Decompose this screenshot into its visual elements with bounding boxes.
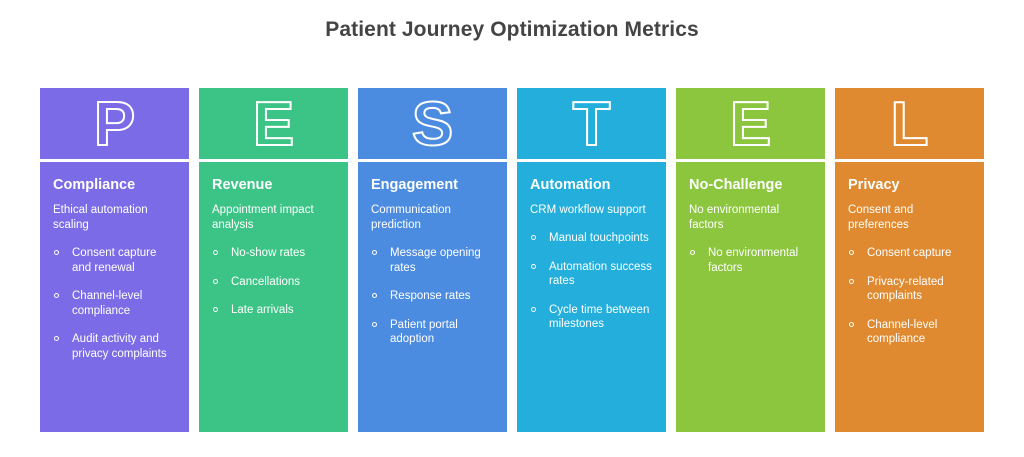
list-item: Channel-level compliance <box>53 289 176 318</box>
bullet-ring-icon <box>531 263 536 269</box>
letter-header-block: E <box>676 88 825 159</box>
list-item-label: Cycle time between milestones <box>549 303 650 331</box>
list-item-label: Manual touchpoints <box>549 232 649 244</box>
column-title: Revenue <box>212 177 273 193</box>
list-item: Late arrivals <box>212 303 335 318</box>
list-item: Audit activity and privacy complaints <box>53 332 176 361</box>
list-item-label: Message opening rates <box>390 247 481 274</box>
letter-t-outline-icon: T <box>572 89 612 159</box>
header-body-divider <box>199 159 348 162</box>
letter-e-outline-icon: E <box>729 89 772 159</box>
list-item-label: Channel-level compliance <box>867 318 938 346</box>
list-item: Consent capture <box>848 246 971 261</box>
bullet-ring-icon <box>213 250 218 255</box>
letter-l-outline-icon: L <box>890 89 930 159</box>
list-item-label: Audit activity and privacy complaints <box>72 333 167 360</box>
header-body-divider <box>358 159 507 162</box>
bullet-ring-icon <box>213 278 218 284</box>
column-title: No-Challenge <box>689 177 783 193</box>
letter-p-outline-icon: P <box>93 89 136 159</box>
bullet-ring-icon <box>531 235 536 240</box>
pestle-column[interactable]: E No-Challenge No environmental factors No … <box>676 88 825 432</box>
bullet-ring-icon <box>849 278 854 284</box>
column-subtitle: Ethical automation scaling <box>53 204 148 231</box>
letter-header-block: S <box>358 88 507 159</box>
bullet-ring-icon <box>690 250 695 255</box>
list-item: Channel-level compliance <box>848 318 971 347</box>
letter-s-outline-icon: S <box>411 89 454 159</box>
list-item: Cycle time between milestones <box>530 303 653 332</box>
list-item: Response rates <box>371 289 494 304</box>
column-subtitle: Appointment impact analysis <box>212 204 314 231</box>
column-title: Privacy <box>848 177 900 193</box>
list-item: Cancellations <box>212 275 335 290</box>
list-item-label: Automation success rates <box>549 260 652 288</box>
page-title: Patient Journey Optimization Metrics <box>325 18 699 41</box>
list-item: Manual touchpoints <box>530 231 653 246</box>
column-subtitle: Consent and preferences <box>848 204 914 231</box>
column-title: Compliance <box>53 177 136 193</box>
list-item-label: Response rates <box>390 290 471 302</box>
column-subtitle: No environmental factors <box>689 204 780 231</box>
list-item: Patient portal adoption <box>371 318 494 347</box>
list-item-label: Privacy-related complaints <box>867 275 944 303</box>
list-item-label: Consent capture and renewal <box>72 247 157 274</box>
column-subtitle: CRM workflow support <box>530 204 646 216</box>
bullet-ring-icon <box>849 250 854 255</box>
column-body: No-Challenge No environmental factors No e… <box>676 162 825 432</box>
list-item: No-show rates <box>212 246 335 261</box>
list-item-label: Patient portal adoption <box>390 318 458 346</box>
bullet-ring-icon <box>54 250 59 255</box>
list-item: Automation success rates <box>530 260 653 289</box>
list-item-label: Cancellations <box>231 275 301 288</box>
letter-e-outline-icon: E <box>252 89 295 159</box>
list-item-label: No environmental factors <box>708 247 799 274</box>
list-item-label: Late arrivals <box>231 304 294 316</box>
bullet-ring-icon <box>213 307 218 312</box>
list-item-label: Channel-level compliance <box>72 290 143 317</box>
column-title: Automation <box>530 177 611 193</box>
list-item-label: No-show rates <box>231 247 306 259</box>
bullet-ring-icon <box>849 321 854 327</box>
list-item: Message opening rates <box>371 246 494 275</box>
bullet-ring-icon <box>54 293 59 298</box>
list-item: Privacy-related complaints <box>848 275 971 304</box>
list-item-label: Consent capture <box>867 247 952 259</box>
bullet-list: No environmental factors <box>689 246 812 275</box>
list-item: Consent capture and renewal <box>53 246 176 275</box>
bullet-ring-icon <box>372 321 377 327</box>
header-body-divider <box>676 159 825 162</box>
list-item: No environmental factors <box>689 246 812 275</box>
bullet-ring-icon <box>531 306 536 312</box>
column-title: Engagement <box>371 177 459 193</box>
column-subtitle: Communication prediction <box>371 204 451 231</box>
letter-header-block: L <box>835 88 984 159</box>
bullet-ring-icon <box>54 336 59 341</box>
bullet-ring-icon <box>372 250 377 255</box>
letter-header-block: P <box>40 88 189 159</box>
bullet-ring-icon <box>372 293 377 298</box>
header-body-divider <box>835 159 984 162</box>
letter-header-block: E <box>199 88 348 159</box>
header-body-divider <box>517 159 666 162</box>
header-body-divider <box>40 159 189 162</box>
letter-header-block: T <box>517 88 666 159</box>
